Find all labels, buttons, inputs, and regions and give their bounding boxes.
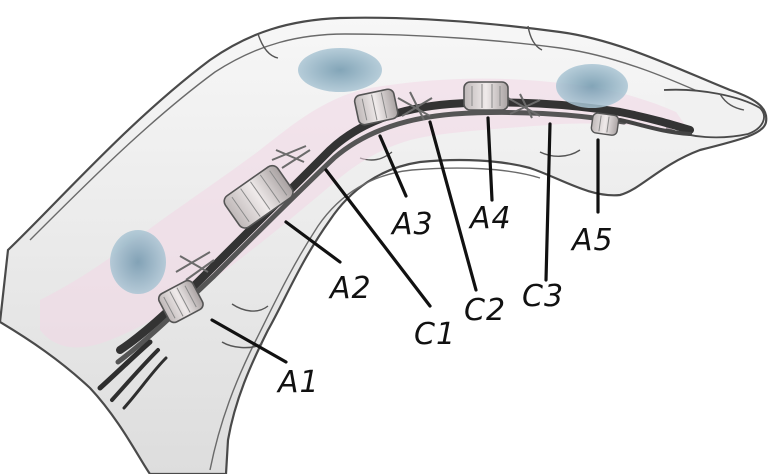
pulley-a5 (591, 112, 620, 135)
pip-joint (298, 48, 382, 92)
mcp-joint (110, 230, 166, 294)
label-c2: C2 (464, 293, 506, 328)
label-a4: A4 (468, 201, 512, 236)
label-c3: C3 (522, 279, 564, 314)
pulley-a4 (464, 82, 508, 110)
label-a3: A3 (390, 207, 434, 242)
label-a5: A5 (570, 223, 614, 258)
pulley-labels: A1 A2 A3 A4 A5 C1 C2 C3 (276, 201, 614, 400)
label-a2: A2 (328, 271, 372, 306)
dip-joint (556, 64, 628, 108)
label-c1: C1 (414, 317, 456, 352)
label-a1: A1 (276, 365, 320, 400)
